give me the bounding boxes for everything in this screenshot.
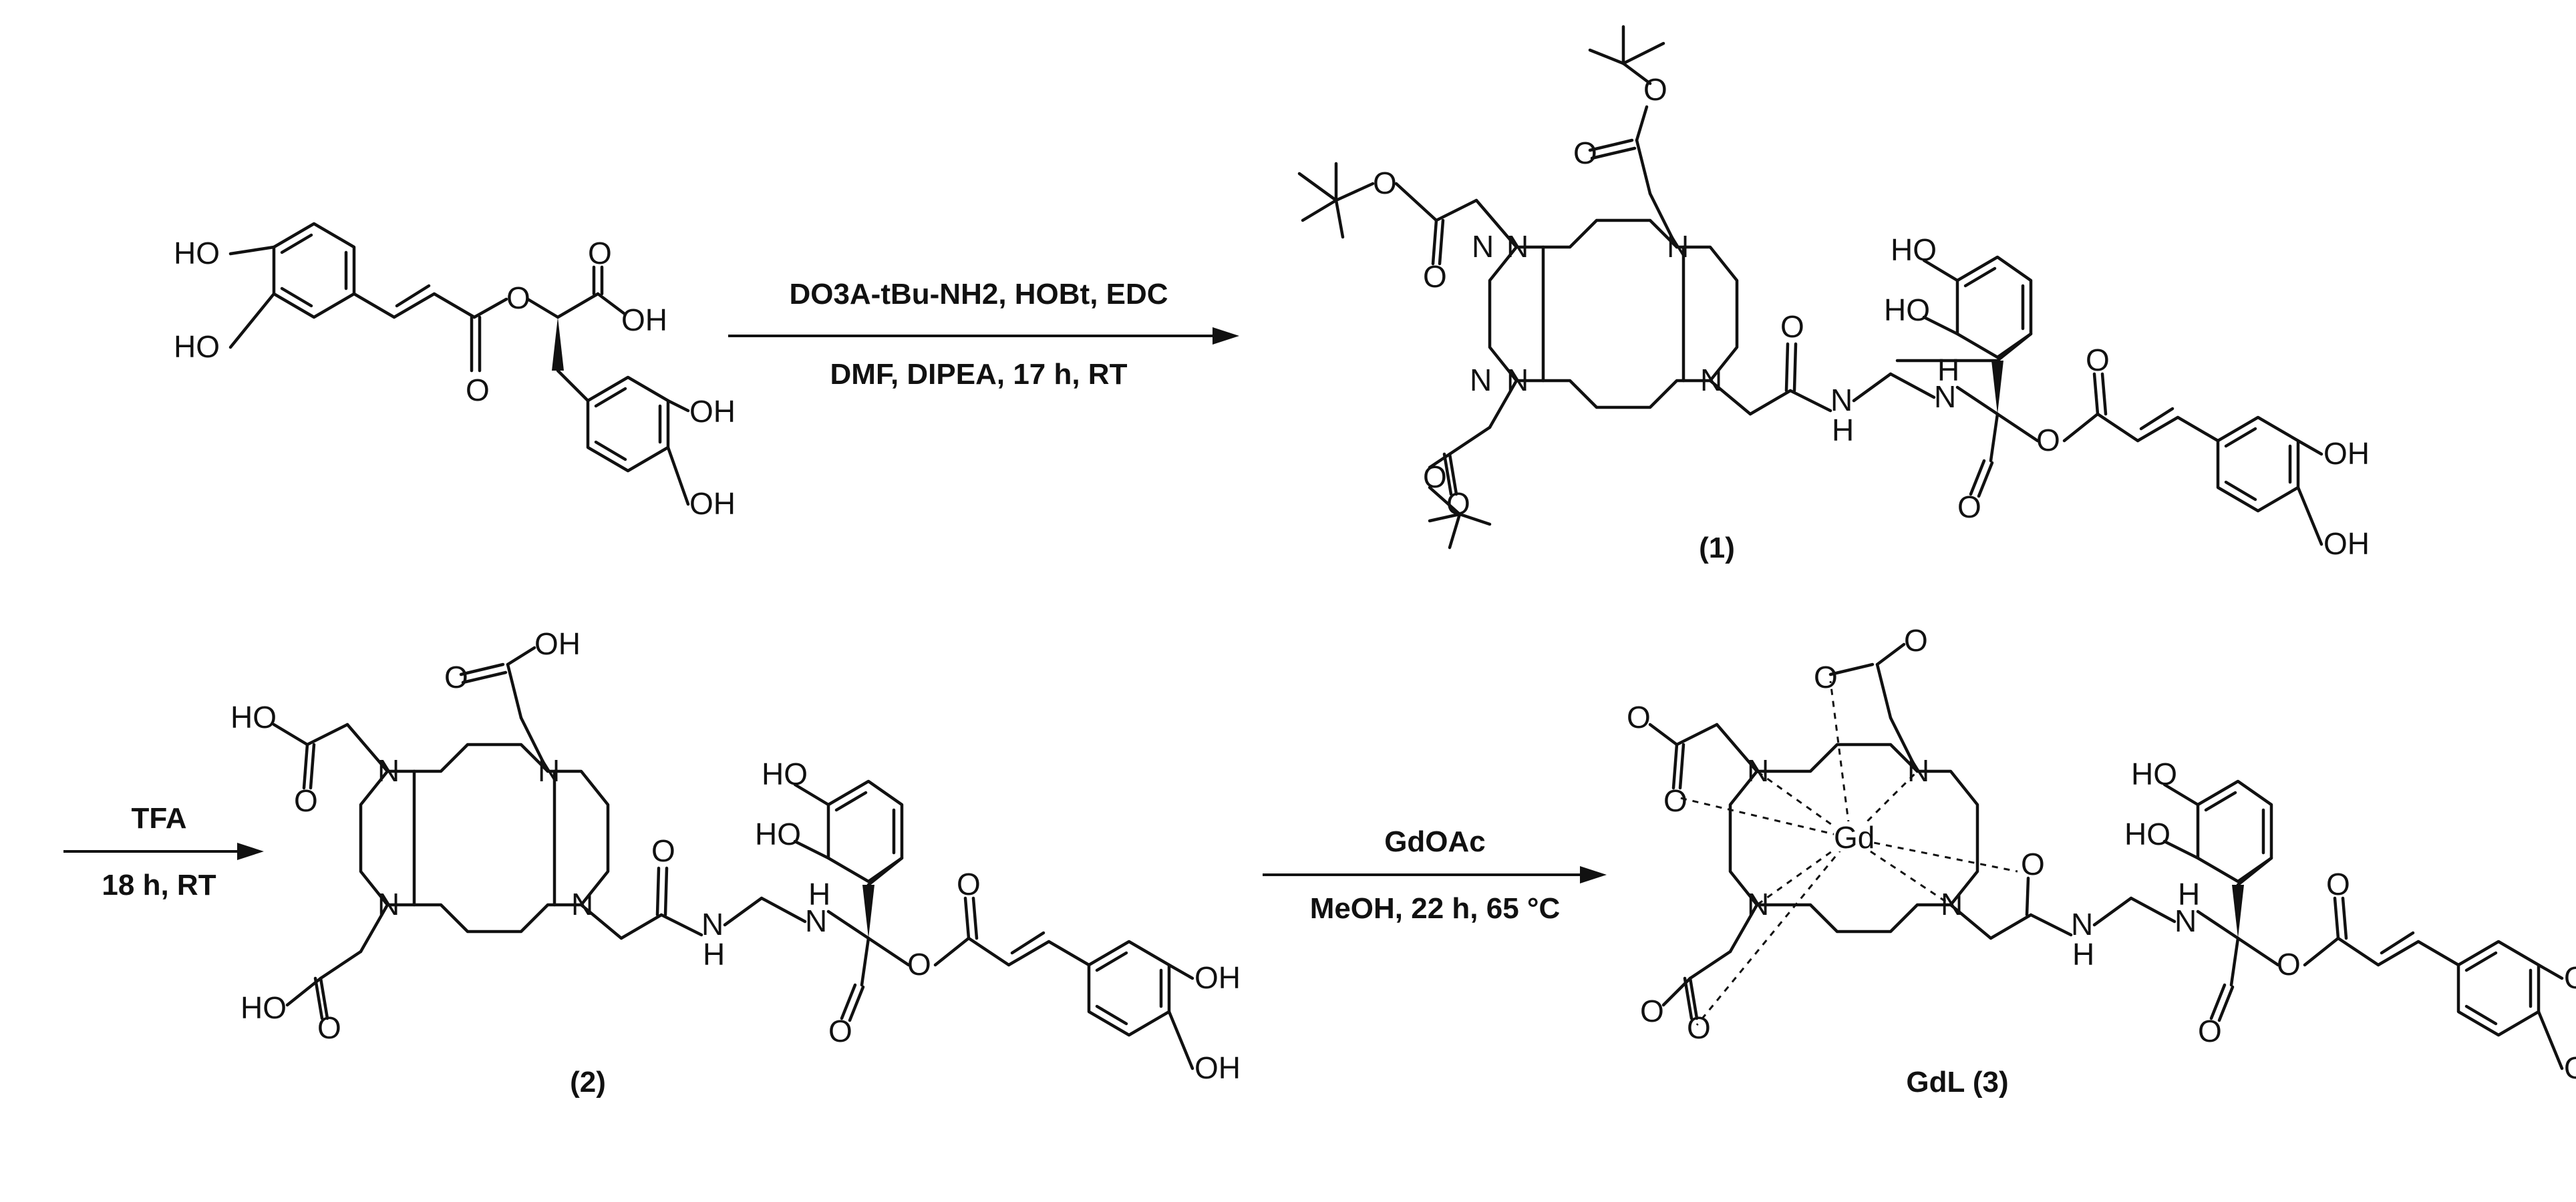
atom-label: O — [294, 783, 318, 818]
atom-label: O — [1957, 489, 1981, 524]
compound-1-structure: N N N N N N O O O O O O O N H N H O O O … — [1297, 25, 2370, 564]
atom-label: O — [2326, 867, 2350, 902]
atom-label: O — [1423, 259, 1447, 294]
compound-3-structure: Gd N N N N O O O O O O O N H N H O O O H… — [1627, 623, 2576, 1098]
atom-label: H — [808, 877, 830, 912]
atom-label: N — [701, 907, 723, 942]
atom-label: N — [1470, 363, 1492, 397]
atom-label: OH — [2323, 526, 2370, 561]
atom-label: HO — [174, 329, 220, 364]
atom-label: O — [907, 947, 931, 982]
atom-label: O — [1904, 623, 1928, 658]
atom-label: OH — [1194, 1050, 1241, 1085]
atom-label: N — [1934, 379, 1956, 414]
atom-label: O — [2198, 1014, 2222, 1048]
atom-label: O — [828, 1014, 852, 1048]
atom-label: O — [466, 373, 490, 407]
atom-label: O — [2021, 847, 2045, 881]
starting-material-structure: HO HO O O O OH OH OH — [174, 222, 736, 521]
atom-label: N — [1747, 887, 1769, 922]
atom-label: O — [1373, 166, 1397, 200]
atom-label: O — [957, 867, 981, 902]
atom-label: N — [1941, 887, 1963, 922]
atom-label: HO — [230, 700, 277, 735]
atom-label: Gd — [1834, 820, 1875, 855]
atom-label: N — [1830, 383, 1853, 417]
atom-label: N — [377, 887, 399, 922]
atom-label: N — [377, 753, 399, 788]
reaction-2-reagents: TFA — [131, 802, 186, 835]
atom-label: O — [317, 1010, 341, 1045]
reaction-arrow-2: TFA 18 h, RT — [63, 802, 264, 902]
atom-label: HO — [2124, 817, 2170, 851]
atom-label: OH — [689, 394, 736, 429]
atom-label: O — [1640, 994, 1664, 1028]
atom-label: O — [588, 236, 612, 270]
atom-label: O — [1627, 700, 1651, 735]
atom-label: OH — [2323, 436, 2370, 471]
atom-label: H — [703, 937, 725, 972]
atom-label: O — [1643, 72, 1667, 107]
atom-label: N — [805, 904, 827, 938]
atom-label: OH — [2564, 960, 2576, 995]
reaction-3-reagents: GdOAc — [1384, 825, 1486, 858]
atom-label: O — [2086, 343, 2110, 377]
atom-label: N — [1907, 753, 1929, 788]
atom-label: O — [2036, 423, 2060, 457]
atom-label: H — [1937, 353, 1959, 387]
atom-label: O — [1814, 660, 1838, 694]
atom-label: OH — [2564, 1050, 2576, 1085]
atom-label: HO — [1891, 232, 1937, 267]
atom-label: OH — [621, 303, 667, 337]
atom-label: H — [2072, 937, 2094, 972]
atom-label: O — [1663, 783, 1687, 818]
atom-label: HO — [174, 236, 220, 270]
atom-label: O — [2277, 947, 2301, 982]
reaction-arrow-1: DO3A-tBu-NH2, HOBt, EDC DMF, DIPEA, 17 h… — [728, 278, 1239, 391]
atom-label: N — [1506, 229, 1528, 264]
atom-label: N — [1506, 363, 1528, 397]
atom-label: N — [2175, 904, 2197, 938]
atom-label: O — [1446, 486, 1470, 521]
reaction-3-conditions: MeOH, 22 h, 65 °C — [1310, 892, 1561, 925]
reaction-1-conditions: DMF, DIPEA, 17 h, RT — [830, 358, 1128, 391]
compound-1-label: (1) — [1699, 532, 1735, 564]
atom-label: N — [538, 753, 560, 788]
atom-label: HO — [762, 757, 808, 791]
reaction-arrow-3: GdOAc MeOH, 22 h, 65 °C — [1263, 825, 1607, 925]
reaction-2-conditions: 18 h, RT — [102, 869, 216, 902]
atom-label: O — [444, 660, 468, 694]
atom-label: N — [1472, 229, 1494, 264]
atom-label: O — [506, 280, 530, 315]
compound-2-structure: N N N N HO O O OH O HO O N H N H O O O H… — [230, 626, 1241, 1098]
compound-3-label: GdL (3) — [1906, 1066, 2008, 1098]
atom-label: OH — [534, 626, 581, 661]
atom-label: O — [1780, 309, 1804, 344]
atom-label: N — [1700, 363, 1722, 397]
atom-label: N — [571, 887, 593, 922]
atom-label: O — [1687, 1010, 1711, 1045]
compound-2-label: (2) — [570, 1066, 606, 1098]
atom-label: OH — [689, 486, 736, 521]
atom-label: N — [2071, 907, 2093, 942]
atom-label: HO — [2131, 757, 2177, 791]
atom-label: HO — [755, 817, 801, 851]
atom-label: H — [2178, 877, 2200, 912]
atom-label: N — [1747, 753, 1769, 788]
atom-label: N — [1667, 229, 1689, 264]
atom-label: HO — [1884, 292, 1930, 327]
atom-label: OH — [1194, 960, 1241, 995]
atom-label: O — [651, 833, 675, 868]
atom-label: O — [1573, 136, 1597, 170]
atom-label: H — [1832, 413, 1854, 447]
atom-label: HO — [240, 990, 287, 1025]
reaction-1-reagents: DO3A-tBu-NH2, HOBt, EDC — [789, 278, 1168, 311]
atom-label: O — [1423, 459, 1447, 494]
